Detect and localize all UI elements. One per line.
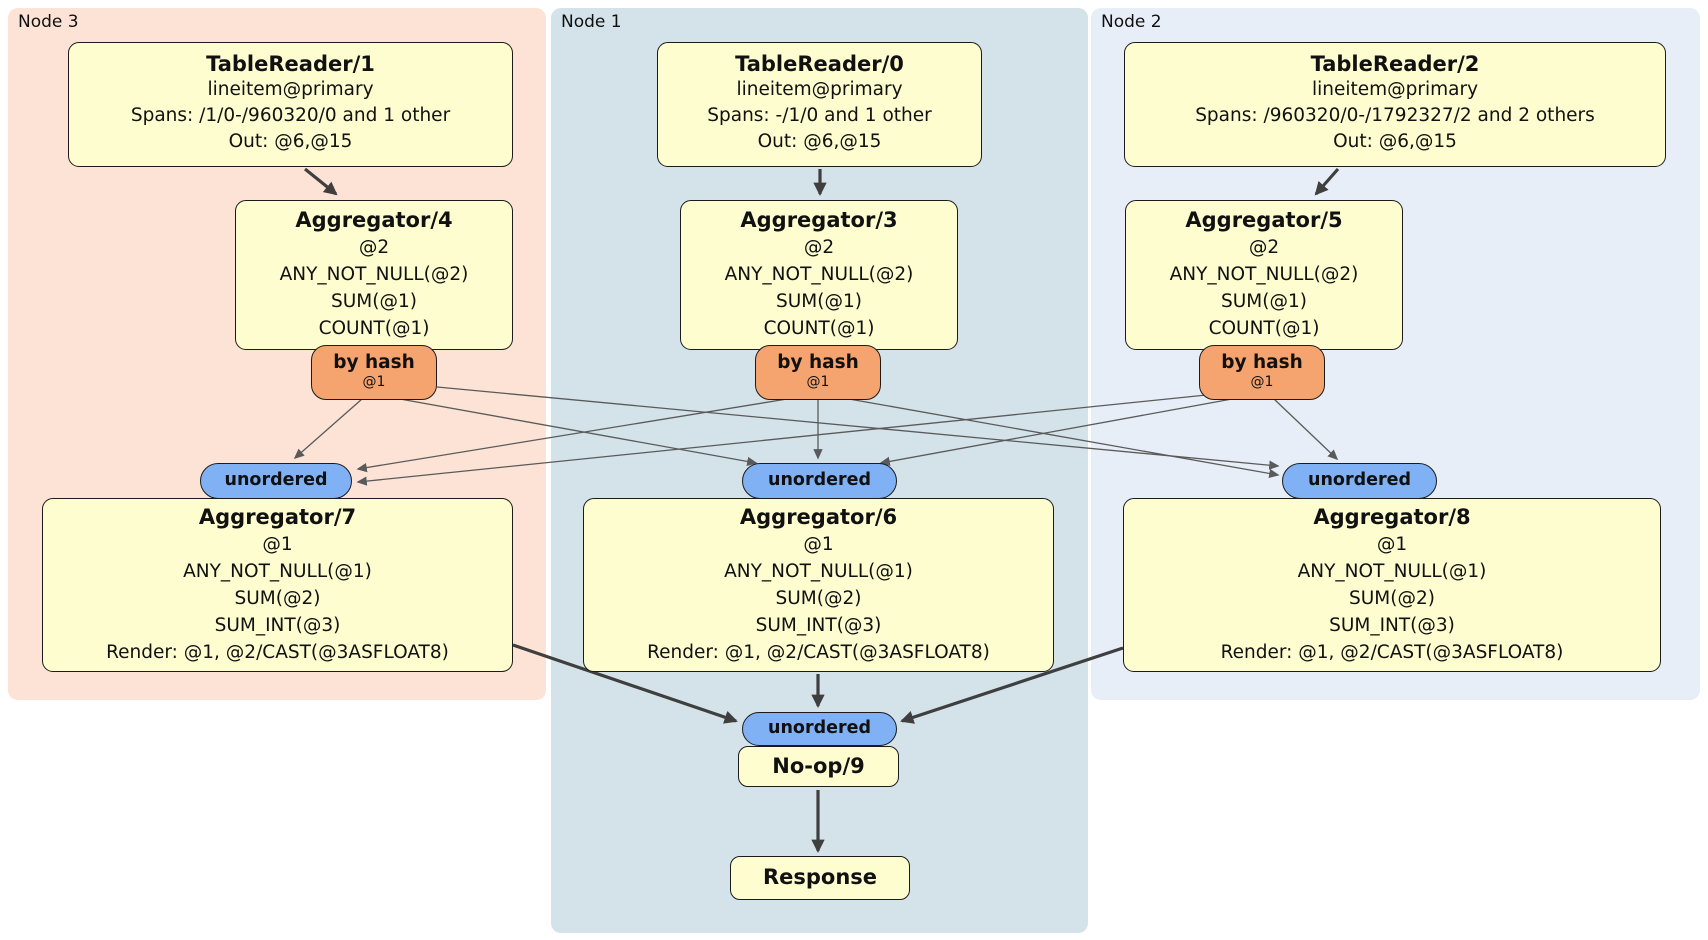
processor-spans: Spans: /960320/0-/1792327/2 and 2 others (1195, 105, 1595, 126)
router-columns: @1 (362, 374, 386, 390)
processor-spans: Spans: -/1/0 and 1 other (707, 105, 932, 126)
agg-fn: COUNT(@1) (318, 318, 430, 339)
agg-fn: SUM(@1) (776, 291, 862, 312)
processor-response: Response (730, 856, 910, 900)
stream-unordered-right: unordered (1282, 463, 1437, 499)
agg-fn: COUNT(@1) (1208, 318, 1320, 339)
agg-fn: SUM_INT(@3) (214, 615, 341, 636)
agg-group-col: @1 (803, 534, 834, 555)
processor-title: Aggregator/3 (740, 208, 898, 232)
agg-fn: SUM(@2) (1349, 588, 1435, 609)
stream-unordered-final: unordered (742, 712, 897, 746)
processor-title: Aggregator/5 (1185, 208, 1343, 232)
agg-render: Render: @1, @2/CAST(@3ASFLOAT8) (106, 642, 449, 663)
processor-index: lineitem@primary (207, 79, 374, 100)
processor-tablereader-0: TableReader/0 lineitem@primary Spans: -/… (657, 42, 982, 167)
agg-fn: ANY_NOT_NULL(@1) (1297, 561, 1487, 582)
agg-fn: ANY_NOT_NULL(@1) (724, 561, 913, 582)
processor-tablereader-1: TableReader/1 lineitem@primary Spans: /1… (68, 42, 513, 167)
processor-index: lineitem@primary (736, 79, 903, 100)
router-label: by hash (1221, 352, 1303, 373)
stream-unordered-left: unordered (200, 463, 352, 499)
processor-out: Out: @6,@15 (228, 131, 353, 152)
region-label-node-1: Node 1 (561, 12, 622, 32)
processor-title: Aggregator/8 (1313, 505, 1471, 529)
processor-title: Aggregator/7 (198, 505, 357, 529)
router-columns: @1 (1250, 374, 1274, 390)
agg-group-col: @2 (358, 237, 390, 258)
region-label-node-2: Node 2 (1101, 12, 1162, 32)
agg-render: Render: @1, @2/CAST(@3ASFLOAT8) (1220, 642, 1564, 663)
router-by-hash-right: by hash @1 (1199, 345, 1325, 400)
agg-render: Render: @1, @2/CAST(@3ASFLOAT8) (647, 642, 990, 663)
stream-unordered-mid: unordered (742, 463, 897, 499)
agg-group-col: @1 (1376, 534, 1408, 555)
agg-fn: SUM(@2) (775, 588, 862, 609)
agg-fn: SUM(@1) (331, 291, 417, 312)
agg-fn: SUM(@1) (1221, 291, 1307, 312)
agg-fn: SUM_INT(@3) (1329, 615, 1455, 636)
processor-noop: No-op/9 (738, 746, 899, 787)
agg-fn: ANY_NOT_NULL(@2) (724, 264, 914, 285)
agg-group-col: @2 (1248, 237, 1280, 258)
agg-fn: ANY_NOT_NULL(@2) (1169, 264, 1359, 285)
agg-fn: SUM(@2) (234, 588, 321, 609)
processor-index: lineitem@primary (1311, 79, 1479, 100)
processor-title: TableReader/1 (206, 52, 375, 76)
processor-title: Aggregator/4 (295, 208, 453, 232)
router-label: by hash (333, 352, 415, 373)
router-columns: @1 (806, 374, 830, 390)
processor-aggregator-5: Aggregator/5 @2 ANY_NOT_NULL(@2) SUM(@1)… (1125, 200, 1403, 350)
processor-aggregator-7: Aggregator/7 @1 ANY_NOT_NULL(@1) SUM(@2)… (42, 498, 513, 672)
processor-out: Out: @6,@15 (757, 131, 882, 152)
processor-aggregator-8: Aggregator/8 @1 ANY_NOT_NULL(@1) SUM(@2)… (1123, 498, 1661, 672)
processor-title: TableReader/0 (735, 52, 904, 76)
agg-fn: SUM_INT(@3) (755, 615, 882, 636)
processor-tablereader-2: TableReader/2 lineitem@primary Spans: /9… (1124, 42, 1666, 167)
processor-spans: Spans: /1/0-/960320/0 and 1 other (130, 105, 451, 126)
processor-aggregator-4: Aggregator/4 @2 ANY_NOT_NULL(@2) SUM(@1)… (235, 200, 513, 350)
agg-fn: ANY_NOT_NULL(@2) (279, 264, 469, 285)
agg-group-col: @2 (803, 237, 835, 258)
router-label: by hash (777, 352, 859, 373)
agg-fn: ANY_NOT_NULL(@1) (183, 561, 372, 582)
processor-out: Out: @6,@15 (1333, 131, 1457, 152)
processor-title: Aggregator/6 (739, 505, 898, 529)
agg-group-col: @1 (262, 534, 293, 555)
processor-title: TableReader/2 (1310, 52, 1480, 76)
router-by-hash-mid: by hash @1 (755, 345, 881, 400)
region-label-node-3: Node 3 (18, 12, 79, 32)
agg-fn: COUNT(@1) (763, 318, 875, 339)
processor-aggregator-6: Aggregator/6 @1 ANY_NOT_NULL(@1) SUM(@2)… (583, 498, 1054, 672)
processor-aggregator-3: Aggregator/3 @2 ANY_NOT_NULL(@2) SUM(@1)… (680, 200, 958, 350)
router-by-hash-left: by hash @1 (311, 345, 437, 400)
